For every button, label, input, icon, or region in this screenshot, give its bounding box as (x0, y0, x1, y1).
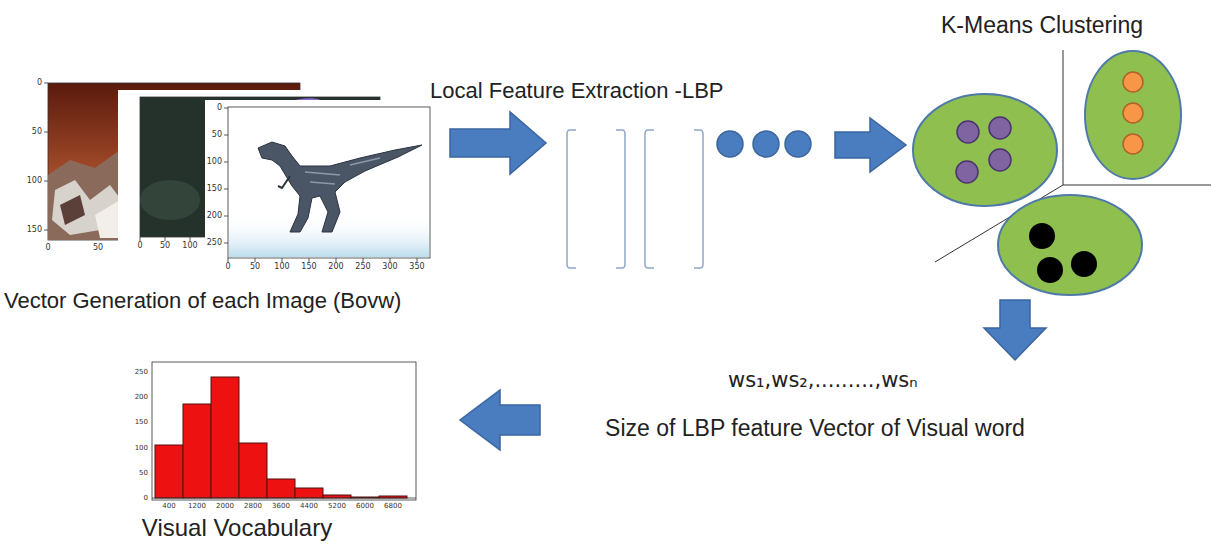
flow-arrow (460, 390, 540, 450)
stage-label: Size of LBP feature Vector of Visual wor… (605, 410, 1025, 446)
axis-tick: 0 (217, 103, 222, 112)
cluster (1085, 51, 1181, 179)
histogram (152, 362, 416, 500)
axis-tick: 200 (207, 211, 222, 220)
stage-label: Local Feature Extraction -LBP (430, 78, 723, 103)
axis-tick: 250 (355, 262, 370, 271)
axis-tick: 150 (135, 418, 148, 426)
axis-tick: 350 (409, 262, 424, 271)
axis-tick: 4400 (300, 502, 318, 510)
axis-tick: 50 (139, 469, 148, 477)
axis-tick: 150 (207, 184, 222, 193)
axis-tick: 100 (135, 444, 148, 452)
axis-tick: 400 (162, 502, 175, 510)
axis-tick: 0 (137, 241, 142, 250)
flow-arrow (450, 112, 546, 174)
axis-tick: 50 (93, 243, 103, 252)
dinosaur-image (205, 100, 437, 274)
axis-tick: 250 (207, 238, 222, 247)
axis-tick: 0 (45, 243, 50, 252)
axis-tick: 5200 (328, 502, 346, 510)
axis-tick: 0 (37, 78, 42, 87)
axis-tick: 0 (144, 494, 148, 502)
axis-tick: 300 (382, 262, 397, 271)
axis-tick: 50 (250, 262, 260, 271)
visual-word-list: ws₁,ws₂,.........,wsₙ (728, 368, 918, 392)
axis-tick: 1200 (188, 502, 206, 510)
flow-arrow (984, 300, 1046, 360)
axis-tick: 6800 (384, 502, 402, 510)
axis-tick: 250 (135, 368, 148, 376)
stage-label: Vector Generation of each Image (Bovw) (4, 288, 401, 313)
stage-label: K-Means Clustering (941, 12, 1143, 38)
axis-tick: 3600 (272, 502, 290, 510)
axis-tick: 0 (225, 262, 230, 271)
feature-vector (567, 130, 703, 268)
axis-tick: 50 (212, 130, 222, 139)
flow-arrow (835, 118, 906, 172)
axis-tick: 150 (301, 262, 316, 271)
ellipsis-dots (717, 131, 811, 157)
axis-tick: 200 (328, 262, 343, 271)
axis-tick: 100 (182, 241, 197, 250)
axis-tick: 50 (32, 127, 42, 136)
axis-tick: 100 (274, 262, 289, 271)
axis-tick: 100 (27, 176, 42, 185)
axis-tick: 100 (207, 157, 222, 166)
cluster (913, 94, 1057, 206)
axis-tick: 6000 (356, 502, 374, 510)
axis-tick: 2800 (244, 502, 262, 510)
axis-tick: 50 (160, 241, 170, 250)
axis-tick: 200 (135, 393, 148, 401)
cluster (998, 195, 1142, 295)
axis-tick: 150 (27, 225, 42, 234)
stage-label: Visual Vocabulary (142, 514, 332, 542)
axis-tick: 2000 (216, 502, 234, 510)
